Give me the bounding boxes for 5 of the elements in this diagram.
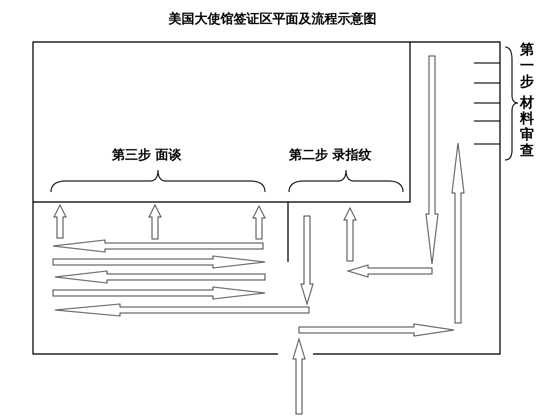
step-label: 材料审查 bbox=[520, 95, 535, 159]
step-label: 第三步 面谈 bbox=[112, 147, 182, 164]
step-label: 第二步 录指纹 bbox=[289, 147, 372, 164]
step-label: 第一步 bbox=[520, 42, 535, 90]
title: 美国大使馆签证区平面及流程示意图 bbox=[168, 10, 378, 28]
